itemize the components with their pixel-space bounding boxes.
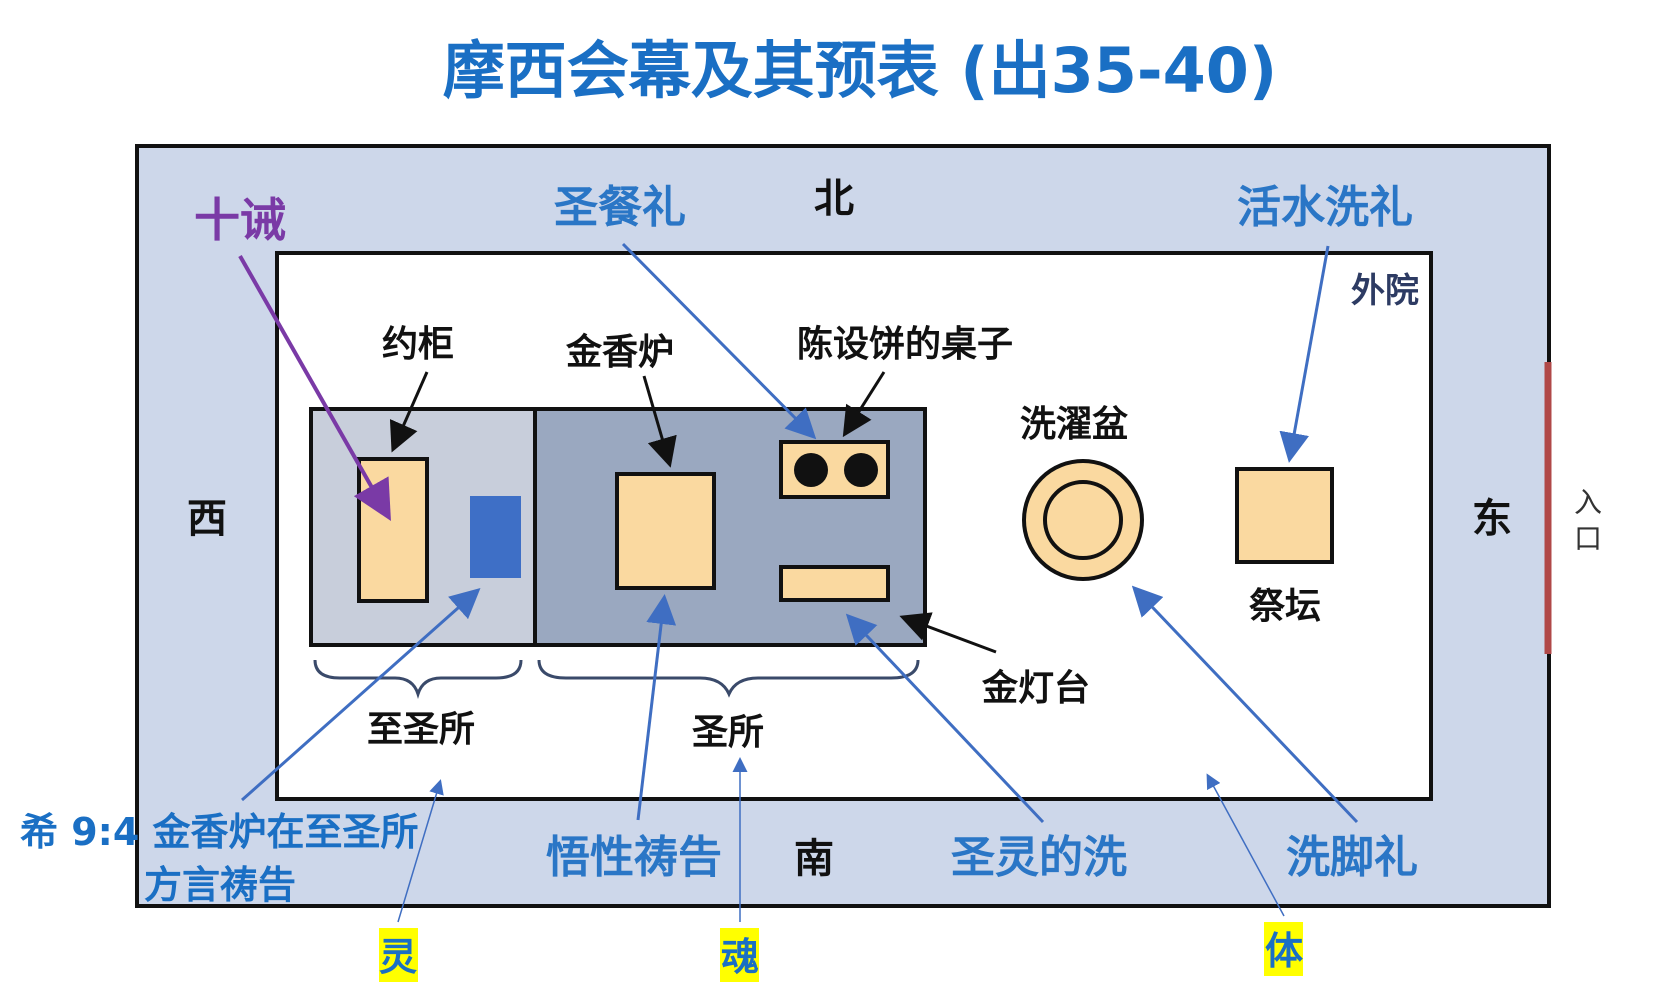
spirit-washing-arrow	[845, 613, 1045, 824]
entrance-label-2: 口	[1574, 522, 1602, 555]
blue-box	[470, 496, 521, 578]
ten-commandments-label: 十诫	[194, 193, 286, 247]
understanding-prayer-arrow	[636, 594, 677, 821]
foot-washing-arrow	[1131, 585, 1359, 824]
body-arrow	[1206, 773, 1285, 917]
communion-arrow	[621, 242, 817, 440]
ark-of-covenant	[357, 457, 429, 603]
page-title: 摩西会幕及其预表 (出35-40)	[443, 34, 1278, 107]
holy-of-holies-label: 至圣所	[367, 709, 475, 750]
outer-court-label: 外院	[1351, 271, 1419, 311]
holy-place-label: 圣所	[692, 712, 764, 753]
incense-altar-label: 金香炉	[565, 331, 674, 373]
spirit-washing-label: 圣灵的洗	[951, 832, 1127, 883]
showbread-table-label: 陈设饼的桌子	[797, 324, 1013, 365]
altar-label: 祭坛	[1249, 586, 1321, 627]
lampstand-arrow	[899, 612, 997, 654]
direction-east: 东	[1472, 496, 1512, 542]
incense-altar-arrow	[642, 375, 677, 468]
tongues-prayer-label: 方言祷告	[144, 863, 296, 907]
body-label: 体	[1265, 929, 1303, 973]
laver-inner	[1043, 480, 1123, 560]
altar	[1235, 467, 1334, 564]
entrance-label-1: 入	[1574, 486, 1602, 519]
body-highlight	[1264, 922, 1303, 976]
soul-label: 魂	[721, 935, 759, 979]
showbread-table-arrow	[842, 371, 886, 438]
holy-place-brace	[537, 659, 920, 698]
direction-west: 西	[187, 496, 227, 542]
communion-label: 圣餐礼	[554, 182, 686, 233]
ark-arrow	[389, 371, 429, 453]
spirit-arrow	[397, 779, 444, 923]
spirit-highlight	[379, 928, 418, 982]
ten-commandments-arrow	[238, 255, 391, 521]
direction-south: 南	[794, 836, 834, 882]
hebrews-ref-arrow	[241, 588, 481, 802]
showbread-dot-left	[794, 453, 828, 487]
spirit-label: 灵	[379, 935, 417, 979]
direction-north: 北	[814, 176, 854, 222]
lampstand	[779, 565, 890, 602]
living-water-baptism-label: 活水洗礼	[1237, 182, 1413, 233]
foot-washing-label: 洗脚礼	[1286, 832, 1418, 883]
hebrews-ref-label: 希 9:4 金香炉在至圣所	[20, 810, 419, 854]
ark-label: 约柜	[382, 324, 454, 365]
understanding-prayer-label: 悟性祷告	[546, 832, 722, 883]
showbread-dot-right	[844, 453, 878, 487]
incense-altar	[615, 472, 716, 590]
living-water-baptism-arrow	[1279, 245, 1330, 463]
holy-of-holies-brace	[313, 659, 523, 700]
soul-highlight	[720, 928, 759, 982]
lampstand-label: 金灯台	[981, 667, 1090, 709]
laver-label: 洗濯盆	[1020, 404, 1128, 445]
